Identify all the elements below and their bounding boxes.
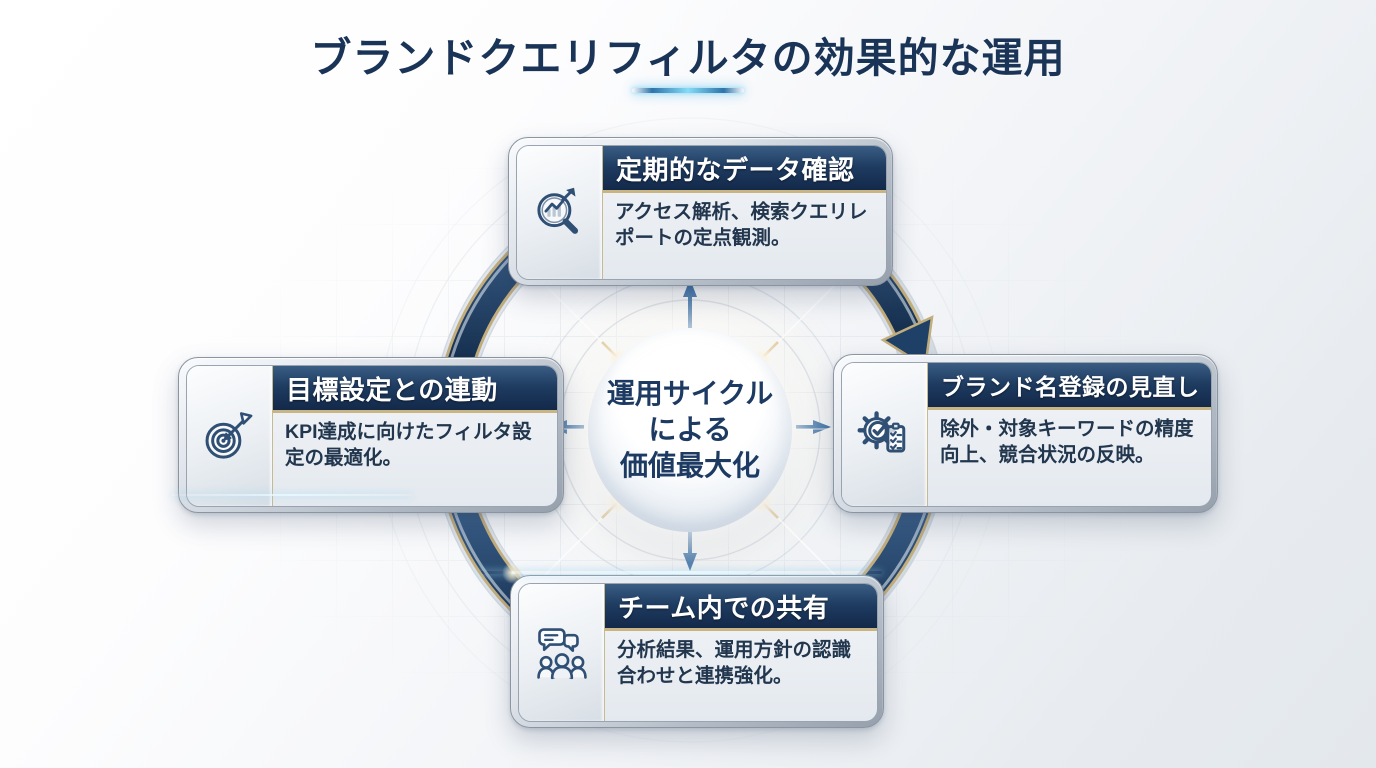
step-description-text: KPI達成に向けたフィルタ設定の最適化。 <box>285 421 532 469</box>
step-card-inner: 目標設定との連動 KPI達成に向けたフィルタ設定の最適化。 <box>186 365 558 507</box>
step-title-text: 目標設定との連動 <box>286 374 498 405</box>
step-title-text: ブランド名登録の見直し <box>941 374 1200 400</box>
step-icon-panel <box>517 146 603 279</box>
step-description: 除外・対象キーワードの精度向上、競合状況の反映。 <box>928 410 1211 506</box>
title-underline <box>632 88 744 93</box>
step-card-periodic-data-check: 定期的なデータ確認 アクセス解析、検索クエリレポートの定点観測。 <box>508 137 893 286</box>
step-title-text: チーム内での共有 <box>618 592 830 623</box>
step-icon-panel <box>519 584 605 721</box>
step-description: KPI達成に向けたフィルタ設定の最適化。 <box>273 413 557 506</box>
step-title: チーム内での共有 <box>605 584 877 631</box>
step-card-goal-linkage: 目標設定との連動 KPI達成に向けたフィルタ設定の最適化。 <box>178 357 564 513</box>
gear-checklist-icon <box>857 410 905 452</box>
connector-arrow-up <box>683 279 697 333</box>
step-card-inner: ブランド名登録の見直し 除外・対象キーワードの精度向上、競合状況の反映。 <box>841 362 1212 507</box>
step-title-text: 定期的なデータ確認 <box>616 154 855 185</box>
step-icon-panel <box>187 366 273 506</box>
step-description: アクセス解析、検索クエリレポートの定点観測。 <box>603 193 886 279</box>
center-text-line3: 価値最大化 <box>619 449 760 481</box>
connector-arrow-down <box>683 527 697 571</box>
step-card-team-sharing: チーム内での共有 分析結果、運用方針の認識合わせと連携強化。 <box>510 575 884 728</box>
chart-magnifier-icon <box>536 187 578 234</box>
step-description-text: 分析結果、運用方針の認識合わせと連携強化。 <box>617 639 852 687</box>
step-description-text: 除外・対象キーワードの精度向上、競合状況の反映。 <box>940 418 1194 466</box>
step-card-inner: チーム内での共有 分析結果、運用方針の認識合わせと連携強化。 <box>518 583 878 722</box>
center-text-line1: 運用サイクル <box>606 378 774 410</box>
step-title: ブランド名登録の見直し <box>928 363 1211 410</box>
center-text-line2: による <box>648 414 732 446</box>
step-description-text: アクセス解析、検索クエリレポートの定点観測。 <box>615 201 868 249</box>
step-title: 目標設定との連動 <box>273 366 557 413</box>
step-card-brand-name-review: ブランド名登録の見直し 除外・対象キーワードの精度向上、競合状況の反映。 <box>833 354 1218 513</box>
step-card-inner: 定期的なデータ確認 アクセス解析、検索クエリレポートの定点観測。 <box>516 145 887 280</box>
step-description: 分析結果、運用方針の認識合わせと連携強化。 <box>605 631 877 721</box>
page-title: ブランドクエリフィルタの効果的な運用 <box>310 35 1066 81</box>
team-chat-icon <box>536 627 587 679</box>
connector-arrow-right <box>796 420 831 434</box>
step-icon-panel <box>842 363 928 506</box>
step-title: 定期的なデータ確認 <box>603 146 886 193</box>
target-dart-icon <box>205 412 252 459</box>
center-cycle-sphere: 運用サイクル による 価値最大化 <box>588 328 792 532</box>
